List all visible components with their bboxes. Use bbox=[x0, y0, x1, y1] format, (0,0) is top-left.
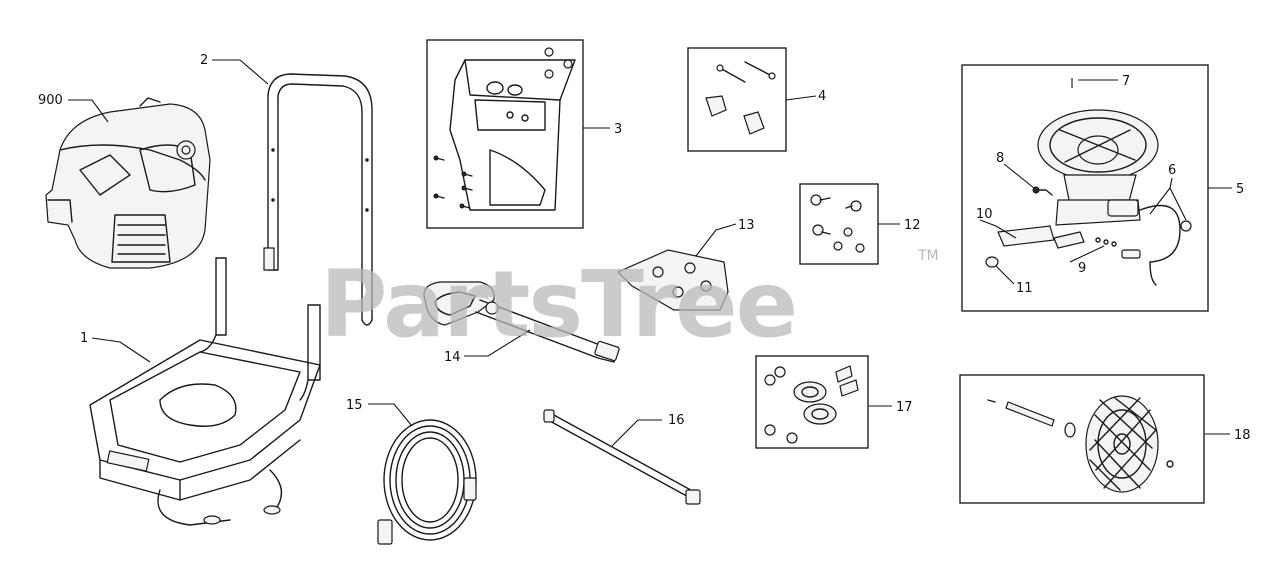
callout-14[interactable]: 14 bbox=[444, 350, 461, 365]
spray-gun-part[interactable] bbox=[423, 281, 620, 363]
callout-4[interactable]: 4 bbox=[818, 89, 826, 104]
frame-part[interactable] bbox=[89, 257, 321, 526]
trademark-mark: TM bbox=[917, 248, 939, 264]
callout-10[interactable]: 10 bbox=[976, 207, 993, 222]
callout-8[interactable]: 8 bbox=[996, 151, 1004, 166]
callout-15[interactable]: 15 bbox=[346, 398, 363, 413]
callout-900[interactable]: 900 bbox=[38, 93, 63, 108]
callout-6[interactable]: 6 bbox=[1168, 163, 1176, 178]
callout-13[interactable]: 13 bbox=[738, 218, 755, 233]
callout-1[interactable]: 1 bbox=[80, 331, 88, 346]
callout-5[interactable]: 5 bbox=[1236, 182, 1244, 197]
hardware-kit-12[interactable] bbox=[810, 194, 865, 253]
bearing-kit-17[interactable] bbox=[764, 365, 859, 444]
callout-2[interactable]: 2 bbox=[200, 53, 208, 68]
callout-9[interactable]: 9 bbox=[1078, 261, 1086, 276]
callout-17[interactable]: 17 bbox=[896, 400, 913, 415]
callout-16[interactable]: 16 bbox=[668, 413, 685, 428]
handle-part[interactable] bbox=[263, 73, 373, 326]
callout-11[interactable]: 11 bbox=[1016, 281, 1033, 296]
bolt-kit-part[interactable] bbox=[705, 61, 776, 135]
watermark-text: PartsTree bbox=[320, 251, 796, 358]
leader-lines bbox=[68, 59, 1232, 447]
hardware-pouch-13[interactable] bbox=[616, 249, 729, 311]
callout-7[interactable]: 7 bbox=[1122, 74, 1130, 89]
extension-wand-part[interactable] bbox=[543, 409, 701, 505]
box-bracket bbox=[426, 39, 584, 229]
callout-12[interactable]: 12 bbox=[904, 218, 921, 233]
box-bolts bbox=[687, 47, 787, 152]
callout-labels: 900 2 3 4 1 5 6 7 8 9 10 11 12 13 14 15 … bbox=[38, 53, 1251, 443]
watermark: PartsTree TM bbox=[320, 248, 939, 358]
bracket-part[interactable] bbox=[433, 47, 576, 211]
pump-part[interactable] bbox=[985, 109, 1192, 286]
box-hardware-12 bbox=[799, 183, 879, 265]
wheel-part[interactable] bbox=[987, 395, 1174, 493]
callout-3[interactable]: 3 bbox=[614, 122, 622, 137]
engine-part[interactable] bbox=[45, 97, 211, 269]
callout-18[interactable]: 18 bbox=[1234, 428, 1251, 443]
box-wheel bbox=[959, 374, 1205, 504]
high-pressure-hose-part[interactable] bbox=[377, 419, 477, 545]
